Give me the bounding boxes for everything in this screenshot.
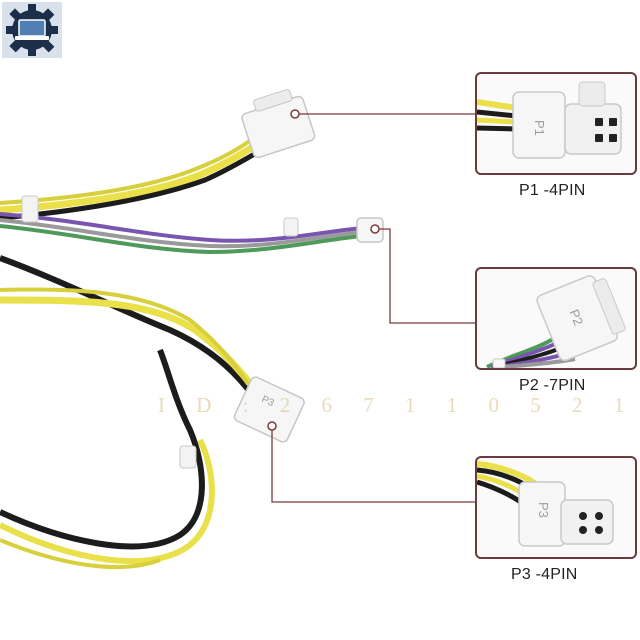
p2-leader-dot: [370, 224, 380, 234]
yellow-wire-lower-2: [0, 538, 161, 570]
upper-yellow-wire-2: [0, 134, 258, 205]
watermark-text: I D : 2 6 7 1 1 0 5 2 1 1: [158, 393, 640, 417]
gear-laptop-icon: [6, 4, 58, 56]
p3-leader: [271, 426, 476, 503]
p3-caption: P3 -4PIN: [511, 566, 578, 583]
purple-wire: [0, 212, 363, 243]
cable-tie-1: [21, 195, 39, 223]
p3-callout: P3: [475, 456, 637, 559]
p1-housing-label: P1: [532, 120, 547, 136]
yellow-wire-2: [0, 287, 250, 386]
p1-connector-closeup: P1: [477, 81, 622, 159]
p1-caption: P1 -4PIN: [519, 182, 586, 199]
black-wire: [0, 255, 253, 394]
p2-housing-label: P2: [566, 307, 586, 327]
p3-callout-housing-label: P3: [536, 502, 551, 518]
black-wire-lower: [0, 348, 205, 550]
p1-callout: P1: [475, 72, 637, 175]
p3-connector-closeup: P3: [477, 461, 614, 547]
gray-wire: [0, 218, 363, 249]
p2-caption: P2 -7PIN: [519, 377, 586, 394]
p2-callout: P2: [475, 267, 637, 370]
p3-housing: P3: [233, 376, 305, 443]
upper-yellow-wire: [0, 139, 262, 214]
p2-leader: [375, 228, 476, 324]
leader-lines: [271, 113, 476, 503]
p3-housing-label: P3: [260, 394, 276, 409]
leader-dots: [267, 109, 380, 431]
cable-tie-2: [283, 217, 299, 237]
p1-leader-dot: [290, 109, 300, 119]
upper-black-wire: [0, 147, 264, 221]
p3-leader-dot: [267, 421, 277, 431]
logo: [2, 2, 62, 58]
p2-connector-closeup: P2: [486, 275, 626, 368]
green-wire: [0, 224, 363, 255]
cable-tie-3: [179, 445, 197, 469]
yellow-wire-lower: [0, 438, 215, 564]
p2-housing: [356, 217, 384, 243]
